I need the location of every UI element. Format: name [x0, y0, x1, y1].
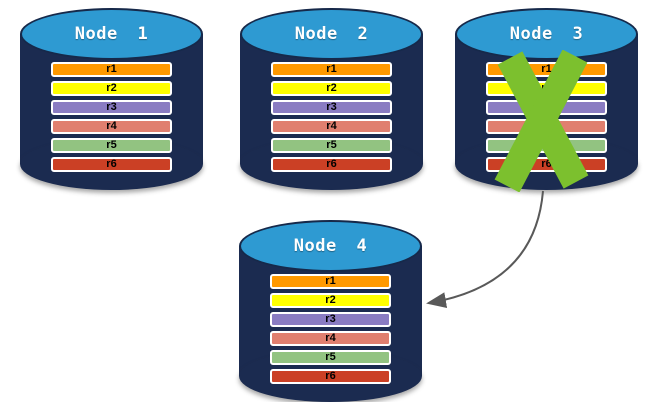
node-4-label: Node 4	[293, 236, 368, 256]
partition-r6: r6	[271, 157, 392, 172]
partition-label: r1	[325, 275, 336, 287]
partition-r1: r1	[270, 274, 391, 289]
partition-r3: r3	[270, 312, 391, 327]
partition-label: r2	[106, 82, 117, 94]
partition-r4: r4	[271, 119, 392, 134]
node-2-cylinder: Node 2 r1 r2 r3 r4 r5 r6	[240, 8, 423, 190]
partition-label: r1	[106, 63, 117, 75]
node-3-label: Node 3	[509, 24, 584, 44]
partition-label: r5	[326, 139, 337, 151]
node-2-partition-list: r1 r2 r3 r4 r5 r6	[271, 62, 392, 172]
partition-r3: r3	[51, 100, 172, 115]
partition-r5: r5	[51, 138, 172, 153]
node-2-label: Node 2	[294, 24, 369, 44]
partition-label: r4	[326, 120, 337, 132]
partition-r4: r4	[270, 331, 391, 346]
partition-label: r5	[325, 351, 336, 363]
partition-label: r4	[325, 332, 336, 344]
partition-label: r3	[326, 101, 337, 113]
partition-label: r3	[106, 101, 117, 113]
cylinder-top: Node 4	[239, 220, 422, 272]
partition-r6: r6	[270, 369, 391, 384]
partition-r5: r5	[271, 138, 392, 153]
node-4-cylinder: Node 4 r1 r2 r3 r4 r5 r6	[239, 220, 422, 402]
partition-r2: r2	[271, 81, 392, 96]
node-1-cylinder: Node 1 r1 r2 r3 r4 r5 r6	[20, 8, 203, 190]
partition-label: r3	[325, 313, 336, 325]
node-4-partition-list: r1 r2 r3 r4 r5 r6	[270, 274, 391, 384]
curved-arrow-icon	[426, 190, 544, 309]
partition-r6: r6	[51, 157, 172, 172]
cylinder-top: Node 1	[20, 8, 203, 60]
cylinder-top: Node 3	[455, 8, 638, 60]
partition-label: r2	[325, 294, 336, 306]
partition-r2: r2	[270, 293, 391, 308]
partition-r1: r1	[271, 62, 392, 77]
partition-label: r4	[106, 120, 117, 132]
partition-label: r6	[541, 158, 552, 170]
cylinder-top: Node 2	[240, 8, 423, 60]
node-1-partition-list: r1 r2 r3 r4 r5 r6	[51, 62, 172, 172]
partition-label: r5	[106, 139, 117, 151]
partition-label: r1	[541, 63, 552, 75]
partition-label: r2	[326, 82, 337, 94]
x-mark-icon	[494, 50, 589, 192]
partition-label: r1	[326, 63, 337, 75]
partition-r4: r4	[51, 119, 172, 134]
node-1-label: Node 1	[74, 24, 149, 44]
partition-r1: r1	[51, 62, 172, 77]
partition-label: r6	[326, 158, 337, 170]
partition-r3: r3	[271, 100, 392, 115]
partition-r5: r5	[270, 350, 391, 365]
partition-label: r6	[325, 370, 336, 382]
partition-r2: r2	[51, 81, 172, 96]
partition-label: r6	[106, 158, 117, 170]
